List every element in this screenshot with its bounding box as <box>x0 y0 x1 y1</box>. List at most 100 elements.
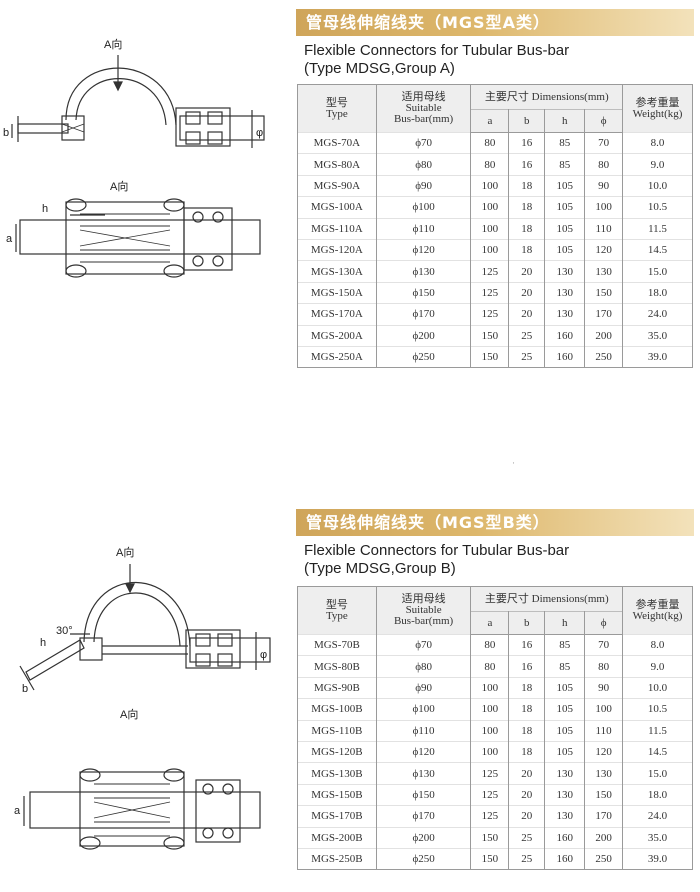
dim-b-cell: 20 <box>508 303 546 326</box>
dim-a-cell: 125 <box>470 260 510 283</box>
busbar-cell: ϕ100 <box>375 196 472 219</box>
dim-phi-cell: 170 <box>584 303 624 326</box>
view-label-top: A向 <box>104 37 122 51</box>
dim-b-label: b <box>22 683 28 695</box>
section-subtitle-line1: Flexible Connectors for Tubular Bus-bar <box>304 542 570 559</box>
type-cell: MGS-70A <box>297 131 377 154</box>
busbar-cell: ϕ70 <box>375 131 472 154</box>
dim-phi-label: φ <box>256 127 263 139</box>
type-cell: MGS-100A <box>297 196 377 219</box>
dim-a-cell: 150 <box>470 847 510 870</box>
weight-cell: 8.0 <box>622 131 693 154</box>
busbar-cell: ϕ90 <box>375 676 472 699</box>
type-cell: MGS-120B <box>297 740 377 763</box>
dim-h-cell: 160 <box>544 826 586 849</box>
section-subtitle-line1: Flexible Connectors for Tubular Bus-bar <box>304 42 570 59</box>
header-a: a <box>470 611 510 635</box>
header-phi: ϕ <box>584 611 624 635</box>
weight-cell: 9.0 <box>622 153 693 176</box>
weight-cell: 24.0 <box>622 805 693 828</box>
dim-b-cell: 25 <box>508 324 546 347</box>
weight-cell: 9.0 <box>622 655 693 678</box>
connector-drawing-group-b: A向 30° h b φ A向 a <box>14 545 271 850</box>
header-b: b <box>508 109 546 133</box>
weight-cell: 35.0 <box>622 826 693 849</box>
dim-a-cell: 100 <box>470 174 510 197</box>
dim-a-cell: 80 <box>470 655 510 678</box>
dim-a-cell: 100 <box>470 238 510 261</box>
type-cell: MGS-90B <box>297 676 377 699</box>
type-cell: MGS-250A <box>297 345 377 368</box>
dim-b-cell: 16 <box>508 131 546 154</box>
weight-cell: 14.5 <box>622 238 693 261</box>
busbar-cell: ϕ200 <box>375 826 472 849</box>
dim-b-cell: 18 <box>508 217 546 240</box>
type-cell: MGS-170B <box>297 805 377 828</box>
weight-cell: 14.5 <box>622 740 693 763</box>
header-dimensions: 主要尺寸 Dimensions(mm) <box>470 84 624 110</box>
dim-phi-cell: 70 <box>584 131 624 154</box>
view-label-top: A向 <box>116 545 134 559</box>
dim-a-cell: 100 <box>470 217 510 240</box>
busbar-cell: ϕ70 <box>375 633 472 656</box>
type-cell: MGS-110B <box>297 719 377 742</box>
dim-b-cell: 20 <box>508 762 546 785</box>
dim-phi-cell: 70 <box>584 633 624 656</box>
dim-phi-cell: 90 <box>584 676 624 699</box>
weight-cell: 15.0 <box>622 762 693 785</box>
weight-cell: 35.0 <box>622 324 693 347</box>
weight-cell: 10.5 <box>622 698 693 721</box>
view-label-bottom: A向 <box>110 179 128 193</box>
dim-h-cell: 105 <box>544 740 586 763</box>
busbar-cell: ϕ130 <box>375 762 472 785</box>
weight-cell: 15.0 <box>622 260 693 283</box>
dim-h-cell: 130 <box>544 260 586 283</box>
dim-phi-cell: 120 <box>584 238 624 261</box>
dim-phi-cell: 130 <box>584 260 624 283</box>
section-banner-title: 管母线伸缩线夹（MGS型A类） <box>296 9 694 36</box>
dim-phi-cell: 80 <box>584 655 624 678</box>
dim-b-label: b <box>3 127 9 139</box>
dim-h-cell: 105 <box>544 698 586 721</box>
dim-a-cell: 125 <box>470 281 510 304</box>
weight-cell: 39.0 <box>622 345 693 368</box>
busbar-cell: ϕ120 <box>375 238 472 261</box>
weight-cell: 24.0 <box>622 303 693 326</box>
weight-cell: 18.0 <box>622 281 693 304</box>
weight-cell: 11.5 <box>622 719 693 742</box>
dim-phi-cell: 130 <box>584 762 624 785</box>
dim-a-cell: 100 <box>470 740 510 763</box>
dim-phi-cell: 110 <box>584 719 624 742</box>
dim-phi-label: φ <box>260 649 267 661</box>
header-phi: ϕ <box>584 109 624 133</box>
dim-h-cell: 85 <box>544 153 586 176</box>
dim-h-cell: 105 <box>544 174 586 197</box>
type-cell: MGS-90A <box>297 174 377 197</box>
busbar-cell: ϕ80 <box>375 153 472 176</box>
type-cell: MGS-150B <box>297 783 377 806</box>
busbar-cell: ϕ130 <box>375 260 472 283</box>
dim-h-cell: 105 <box>544 196 586 219</box>
dim-b-cell: 18 <box>508 698 546 721</box>
dim-a-label: a <box>14 805 21 817</box>
dim-b-cell: 20 <box>508 281 546 304</box>
weight-cell: 39.0 <box>622 847 693 870</box>
busbar-cell: ϕ100 <box>375 698 472 721</box>
weight-cell: 10.0 <box>622 174 693 197</box>
busbar-cell: ϕ80 <box>375 655 472 678</box>
stray-mark: · <box>512 458 515 468</box>
